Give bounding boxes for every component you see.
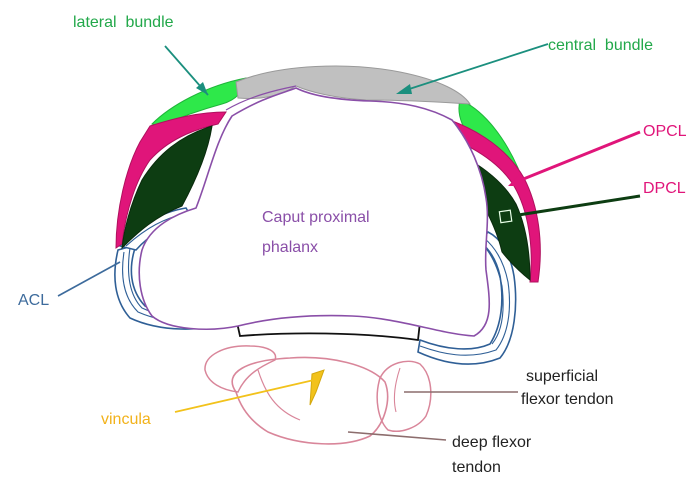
label-vincula: vincula [101,411,151,428]
arrow-central-bundle-line [400,44,548,92]
label-dpcl: DPCL [643,180,686,197]
label-acl: ACL [18,292,49,309]
arrow-opcl-line [516,132,640,182]
vincula-shape [310,370,324,405]
arrow-acl-line [58,262,120,296]
label-central-bundle: central bundle [548,37,653,54]
label-caput-line1: Caput proximal [262,209,370,226]
superficial-flexor-tendon-shape [377,361,431,431]
arrow-vincula-line [175,380,314,412]
label-caput-line2: phalanx [262,239,318,256]
label-superficial-line2: flexor tendon [521,391,614,408]
label-deep-line1: deep flexor [452,434,532,451]
superficial-flexor-tendon-inner-line [394,368,400,412]
deep-flexor-tendon-inner-line [258,370,300,420]
label-lateral-bundle: lateral bundle [73,14,174,31]
label-deep-line2: tendon [452,459,501,476]
label-superficial-line1: superficial [526,368,598,385]
label-opcl: OPCL [643,123,687,140]
